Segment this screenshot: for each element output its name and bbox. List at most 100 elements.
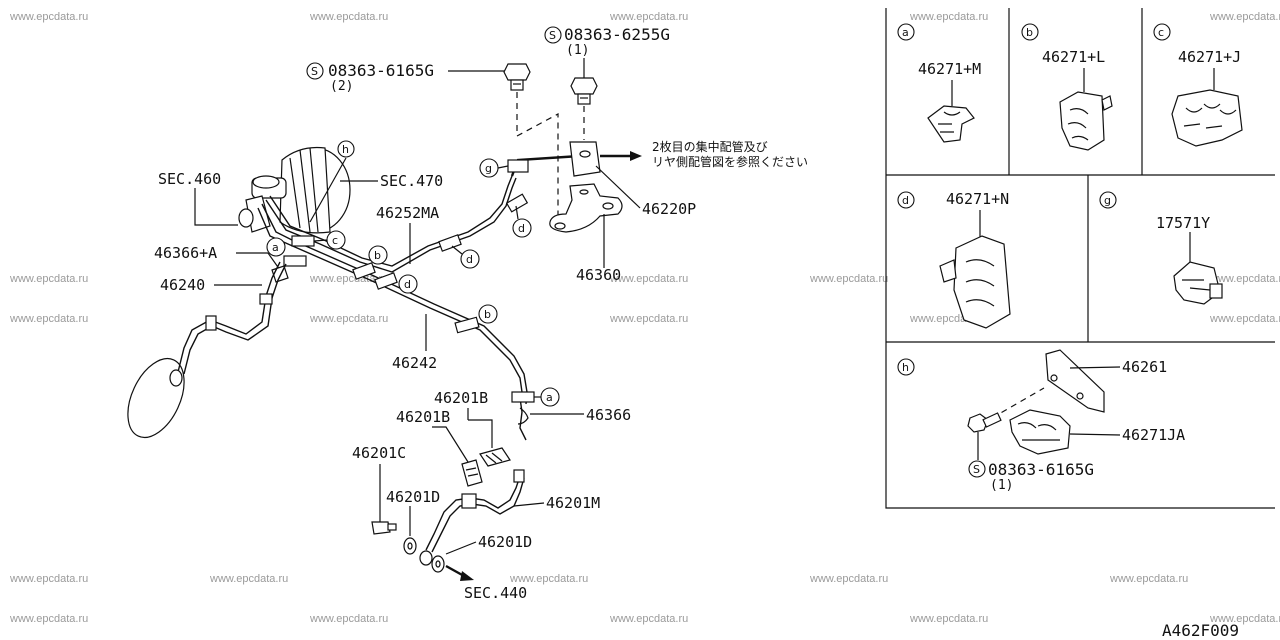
detail-a: a 46271+M	[897, 23, 981, 143]
watermark: www.epcdata.ru	[9, 573, 88, 585]
screw-symbol: S	[549, 29, 556, 42]
clip-46201B-upper	[479, 447, 511, 467]
watermark: www.epcdata.ru	[1209, 613, 1280, 625]
watermark: www.epcdata.ru	[809, 573, 888, 585]
detail-g-part: 17571Y	[1156, 214, 1210, 232]
sec-470-label: SEC.470	[380, 172, 443, 190]
master-cylinder-booster	[238, 146, 351, 234]
watermark: www.epcdata.ru	[9, 313, 88, 325]
washer-46201D-2	[431, 555, 445, 573]
note-line-2: リヤ側配管図を参照ください	[652, 154, 808, 169]
detail-d: d 46271+N	[897, 190, 1011, 329]
callout-a-lower: a	[546, 391, 553, 404]
watermark: www.epcdata.ru	[309, 613, 388, 625]
detail-b: b 46271+L	[1021, 23, 1113, 151]
watermark: www.epcdata.ru	[909, 613, 988, 625]
screw-08363-6165G-callout: S 08363-6165G (2)	[306, 61, 506, 94]
watermark: www.epcdata.ru	[809, 273, 888, 285]
bolt-left	[503, 63, 531, 91]
screw-top-part: 08363-6255G	[564, 25, 670, 44]
callout-c: c	[332, 234, 338, 247]
watermark: www.epcdata.ru	[609, 273, 688, 285]
washer-46201D-1	[403, 537, 417, 555]
detail-c-part: 46271+J	[1178, 48, 1241, 66]
part-46242-label: 46242	[392, 354, 437, 372]
part-46201D-label-1: 46201D	[386, 488, 440, 506]
watermark: www.epcdata.ru	[1209, 273, 1280, 285]
part-46220P-label: 46220P	[642, 200, 696, 218]
sec-440-label: SEC.440	[464, 584, 527, 602]
watermark: www.epcdata.ru	[909, 11, 988, 23]
detail-h: h 46261 46271JA S 08363-6165G (1)	[897, 349, 1185, 493]
watermark: www.epcdata.ru	[509, 573, 588, 585]
detail-h-screw-qty: (1)	[990, 478, 1013, 493]
detail-panel-frame	[885, 8, 1275, 509]
detail-h-bracket-part: 46261	[1122, 358, 1167, 376]
detail-h-screw-part: 08363-6165G	[988, 460, 1094, 479]
detail-a-letter: a	[902, 26, 909, 39]
detail-h-screw-symbol: S	[973, 463, 980, 476]
part-46201B-label-1: 46201B	[434, 389, 488, 407]
clip-a-upper	[283, 255, 307, 267]
callout-a-upper: a	[272, 241, 279, 254]
part-46366-label: 46366	[586, 406, 631, 424]
watermark-layer: www.epcdata.ru www.epcdata.ru www.epcdat…	[9, 11, 1280, 625]
detail-g: g 17571Y	[1099, 191, 1223, 305]
callout-b-upper: b	[374, 249, 381, 262]
detail-d-part: 46271+N	[946, 190, 1009, 208]
rear-brake-hose-46201M	[419, 469, 525, 566]
watermark: www.epcdata.ru	[309, 11, 388, 23]
watermark: www.epcdata.ru	[9, 273, 88, 285]
clip-b-lower	[454, 316, 480, 334]
callout-d-mid: d	[466, 253, 473, 266]
detail-h-clip-part: 46271JA	[1122, 426, 1185, 444]
detail-h-letter: h	[902, 361, 909, 374]
brake-disc-outline	[127, 358, 185, 438]
clip-d-right	[505, 193, 529, 213]
watermark: www.epcdata.ru	[309, 313, 388, 325]
callout-d-right: d	[518, 222, 525, 235]
junction-block-46220P	[569, 141, 601, 177]
detail-d-letter: d	[902, 194, 909, 207]
note-line-1: 2枚目の集中配管及び	[652, 139, 768, 154]
screw-top-qty: (1)	[566, 43, 589, 58]
detail-c: c 46271+J	[1153, 23, 1243, 147]
bolt-top	[570, 77, 598, 105]
clip-d-mid	[438, 234, 462, 252]
part-46201D-label-2: 46201D	[478, 533, 532, 551]
clip-46201B-lower	[461, 459, 483, 487]
watermark: www.epcdata.ru	[1109, 573, 1188, 585]
watermark: www.epcdata.ru	[609, 313, 688, 325]
detail-b-letter: b	[1026, 26, 1033, 39]
watermark: www.epcdata.ru	[1209, 11, 1280, 23]
screw-left-qty: (2)	[330, 79, 353, 94]
watermark: www.epcdata.ru	[209, 573, 288, 585]
detail-c-letter: c	[1158, 26, 1164, 39]
part-46366A-label: 46366+A	[154, 244, 217, 262]
diagram-code: A462F009	[1162, 621, 1239, 640]
detail-b-part: 46271+L	[1042, 48, 1105, 66]
clip-c	[291, 235, 315, 247]
watermark: www.epcdata.ru	[1209, 313, 1280, 325]
detail-g-letter: g	[1104, 194, 1111, 207]
brake-pipe-46242	[257, 203, 528, 405]
clip-g	[507, 159, 529, 173]
part-46240-label: 46240	[160, 276, 205, 294]
screw-left-part: 08363-6165G	[328, 61, 434, 80]
clip-d-upper	[374, 272, 398, 290]
detail-a-part: 46271+M	[918, 60, 981, 78]
clip-b-upper	[352, 262, 376, 280]
callout-h: h	[342, 143, 349, 156]
callout-g: g	[485, 162, 492, 175]
front-brake-hose-46240	[169, 261, 287, 387]
watermark: www.epcdata.ru	[9, 11, 88, 23]
part-46252MA-label: 46252MA	[376, 204, 439, 222]
clip-a-lower	[511, 391, 535, 403]
callout-b-lower: b	[484, 308, 491, 321]
part-46201C-label: 46201C	[352, 444, 406, 462]
callout-d-upper: d	[404, 278, 411, 291]
part-46201M-label: 46201M	[546, 494, 600, 512]
bracket-46360	[549, 183, 623, 233]
part-46360-label: 46360	[576, 266, 621, 284]
watermark: www.epcdata.ru	[9, 613, 88, 625]
